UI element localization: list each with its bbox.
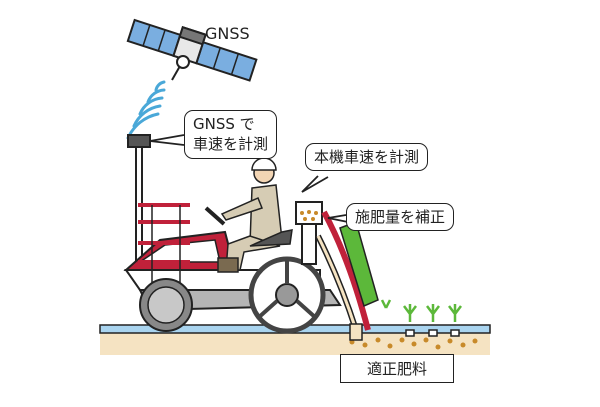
fertilizer-dots <box>349 337 478 350</box>
satellite-label: GNSS <box>205 24 250 43</box>
satellite-icon <box>126 18 258 82</box>
soil-layer <box>100 333 490 355</box>
seedling-icons <box>380 299 462 322</box>
gnss-speed-line2: 車速を計測 <box>193 135 269 154</box>
gnss-antenna-icon <box>127 134 185 270</box>
machine-speed-callout: 本機車速を計測 <box>305 143 429 172</box>
gnss-speed-callout: GNSS で 車速を計測 <box>184 110 278 159</box>
fertilizer-correction-callout: 施肥量を補正 <box>346 203 455 232</box>
gnss-speed-line1: GNSS で <box>193 115 255 133</box>
proper-fertilizer-label: 適正肥料 <box>340 354 454 383</box>
signal-waves-icon <box>126 80 166 140</box>
rice-transplanter-icon <box>123 157 379 341</box>
